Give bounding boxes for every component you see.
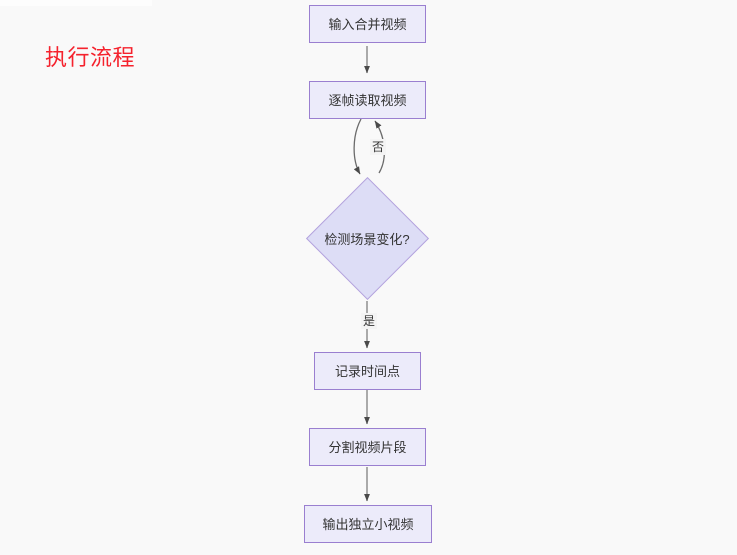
- node-output-clips[interactable]: 输出独立小视频: [304, 505, 432, 543]
- node-read-frames[interactable]: 逐帧读取视频: [309, 81, 426, 119]
- node-label: 逐帧读取视频: [328, 92, 407, 108]
- top-edge-strip: [0, 0, 152, 6]
- node-label: 输出独立小视频: [322, 516, 414, 532]
- node-detect-scene-change[interactable]: 检测场景变化?: [305, 176, 429, 300]
- node-record-timestamp[interactable]: 记录时间点: [314, 352, 421, 390]
- edge-label-yes: 是: [361, 313, 378, 329]
- node-split-video-segments[interactable]: 分割视频片段: [309, 428, 426, 466]
- node-label: 记录时间点: [334, 363, 400, 379]
- node-input-merged-video[interactable]: 输入合并视频: [309, 5, 426, 43]
- page-title: 执行流程: [45, 45, 136, 70]
- node-label: 输入合并视频: [328, 16, 407, 32]
- node-label: 检测场景变化?: [324, 231, 410, 247]
- edge-label-no: 否: [370, 139, 387, 155]
- node-label: 分割视频片段: [328, 439, 407, 455]
- edge-read-to-decision: [353, 118, 362, 175]
